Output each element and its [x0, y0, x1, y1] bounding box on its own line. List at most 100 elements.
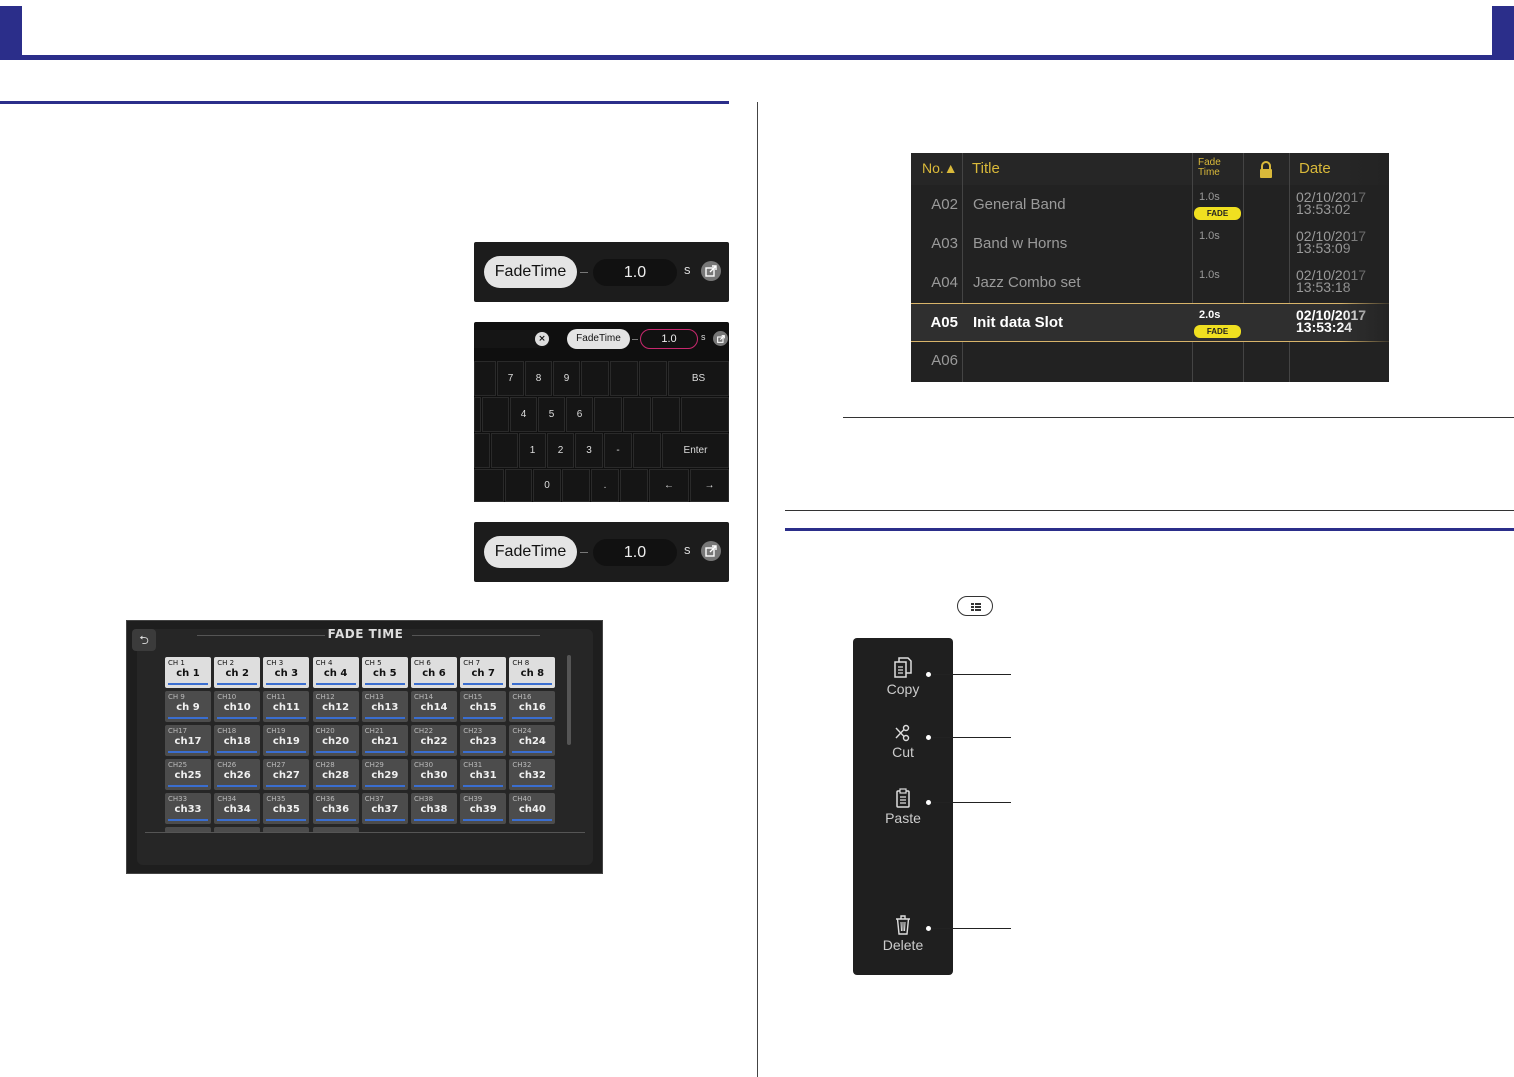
- key-blank: [491, 433, 518, 468]
- table-row[interactable]: A06: [911, 342, 1389, 381]
- key-right-arrow[interactable]: →: [690, 469, 729, 502]
- header-date[interactable]: Date: [1299, 160, 1331, 177]
- key-2[interactable]: 2: [547, 433, 574, 468]
- link-icon[interactable]: [701, 541, 721, 561]
- key-minus[interactable]: -: [604, 433, 632, 468]
- fade-time-value-editing[interactable]: 1.0: [640, 329, 698, 349]
- header-no[interactable]: No.▲: [922, 160, 958, 176]
- fade-time-value[interactable]: 1.0: [593, 539, 677, 566]
- channel-color-bar: [217, 819, 258, 821]
- link-icon[interactable]: [713, 331, 728, 346]
- key-8[interactable]: 8: [525, 361, 552, 396]
- key-0[interactable]: 0: [533, 469, 561, 502]
- menu-item-paste[interactable]: Paste: [853, 788, 953, 826]
- menu-item-copy[interactable]: Copy: [853, 657, 953, 697]
- fade-time-button[interactable]: FadeTime: [484, 256, 577, 288]
- channel-button[interactable]: [214, 827, 261, 833]
- lock-icon[interactable]: [1259, 161, 1273, 182]
- name-field[interactable]: [474, 330, 550, 348]
- key-backspace[interactable]: BS: [668, 361, 729, 396]
- fade-time-button[interactable]: FadeTime: [567, 329, 630, 349]
- callout-line: [931, 674, 1011, 675]
- channel-button[interactable]: [165, 827, 211, 833]
- channel-name: ch 4: [323, 668, 348, 679]
- key-5[interactable]: 5: [538, 397, 565, 432]
- channel-color-bar: [266, 819, 307, 821]
- key-4[interactable]: 4: [510, 397, 537, 432]
- channel-button[interactable]: [263, 827, 310, 833]
- scene-title: General Band: [973, 196, 1066, 213]
- key-7[interactable]: 7: [497, 361, 524, 396]
- clear-icon[interactable]: ×: [535, 332, 549, 346]
- menu-item-delete[interactable]: Delete: [853, 914, 953, 953]
- header-fade-time[interactable]: Fade Time: [1198, 157, 1221, 178]
- key-period[interactable]: .: [591, 469, 619, 502]
- channel-number: CH23: [463, 727, 483, 735]
- scene-number: A02: [931, 196, 958, 213]
- back-button[interactable]: ⮌: [132, 629, 156, 651]
- channel-button[interactable]: [312, 827, 359, 833]
- fade-time-button[interactable]: FadeTime: [484, 536, 577, 568]
- header-title[interactable]: Title: [972, 160, 1000, 177]
- key-9[interactable]: 9: [553, 361, 580, 396]
- menu-item-cut[interactable]: Cut: [853, 724, 953, 760]
- key-6[interactable]: 6: [566, 397, 593, 432]
- key-1[interactable]: 1: [519, 433, 546, 468]
- menu-button-icon[interactable]: [957, 596, 993, 616]
- link-icon[interactable]: [701, 261, 721, 281]
- key-blank: [474, 469, 504, 502]
- channel-color-bar: [463, 683, 504, 685]
- channel-color-bar: [414, 819, 454, 821]
- key-3[interactable]: 3: [575, 433, 603, 468]
- channel-name: ch33: [174, 804, 202, 815]
- fade-time-value[interactable]: 1.0: [593, 259, 677, 286]
- scrollbar[interactable]: [567, 655, 571, 745]
- key-enter[interactable]: Enter: [662, 433, 729, 468]
- key-left-arrow[interactable]: ←: [649, 469, 689, 502]
